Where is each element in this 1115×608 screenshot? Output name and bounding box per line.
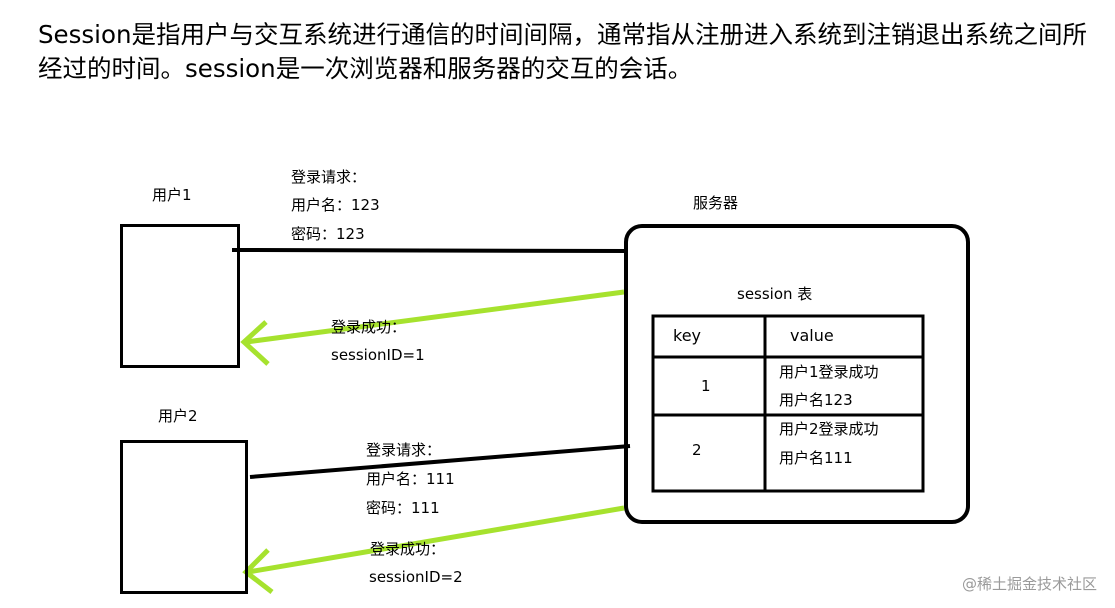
user2-box bbox=[120, 440, 248, 594]
table-row1-value-line2: 用户名123 bbox=[779, 391, 853, 409]
user1-request-username: 用户名：123 bbox=[291, 196, 380, 214]
server-label: 服务器 bbox=[693, 194, 739, 212]
table-header-key: key bbox=[673, 326, 702, 345]
table-row2-value-line1: 用户2登录成功 bbox=[779, 420, 879, 438]
server-box bbox=[624, 224, 970, 524]
table-row2-key: 2 bbox=[692, 441, 702, 459]
table-row2-value-line2: 用户名111 bbox=[779, 449, 853, 467]
table-row1-key: 1 bbox=[701, 377, 711, 395]
session-table-title: session 表 bbox=[737, 285, 813, 303]
user1-response-arrow bbox=[240, 289, 625, 366]
user1-request-line bbox=[231, 248, 629, 253]
user2-request-username: 用户名：111 bbox=[366, 470, 455, 488]
user1-response-session: sessionID=1 bbox=[331, 346, 425, 364]
user2-request-title: 登录请求： bbox=[366, 441, 442, 459]
user2-request-password: 密码：111 bbox=[366, 499, 440, 517]
table-row1-value-line1: 用户1登录成功 bbox=[779, 363, 879, 381]
intro-paragraph: Session是指用户与交互系统进行通信的时间间隔，通常指从注册进入系统到注销退… bbox=[38, 20, 1087, 83]
user1-request-password: 密码：123 bbox=[291, 225, 365, 243]
user2-response-session: sessionID=2 bbox=[369, 568, 463, 586]
table-header-value: value bbox=[790, 326, 834, 345]
user1-label: 用户1 bbox=[152, 186, 192, 204]
user2-request-line bbox=[249, 444, 631, 479]
user1-box bbox=[120, 224, 240, 368]
watermark: @稀土掘金技术社区 bbox=[961, 575, 1097, 593]
user1-response-title: 登录成功： bbox=[331, 318, 407, 336]
user2-response-title: 登录成功： bbox=[370, 540, 446, 558]
user2-label: 用户2 bbox=[158, 407, 198, 425]
user1-request-title: 登录请求： bbox=[291, 168, 367, 186]
